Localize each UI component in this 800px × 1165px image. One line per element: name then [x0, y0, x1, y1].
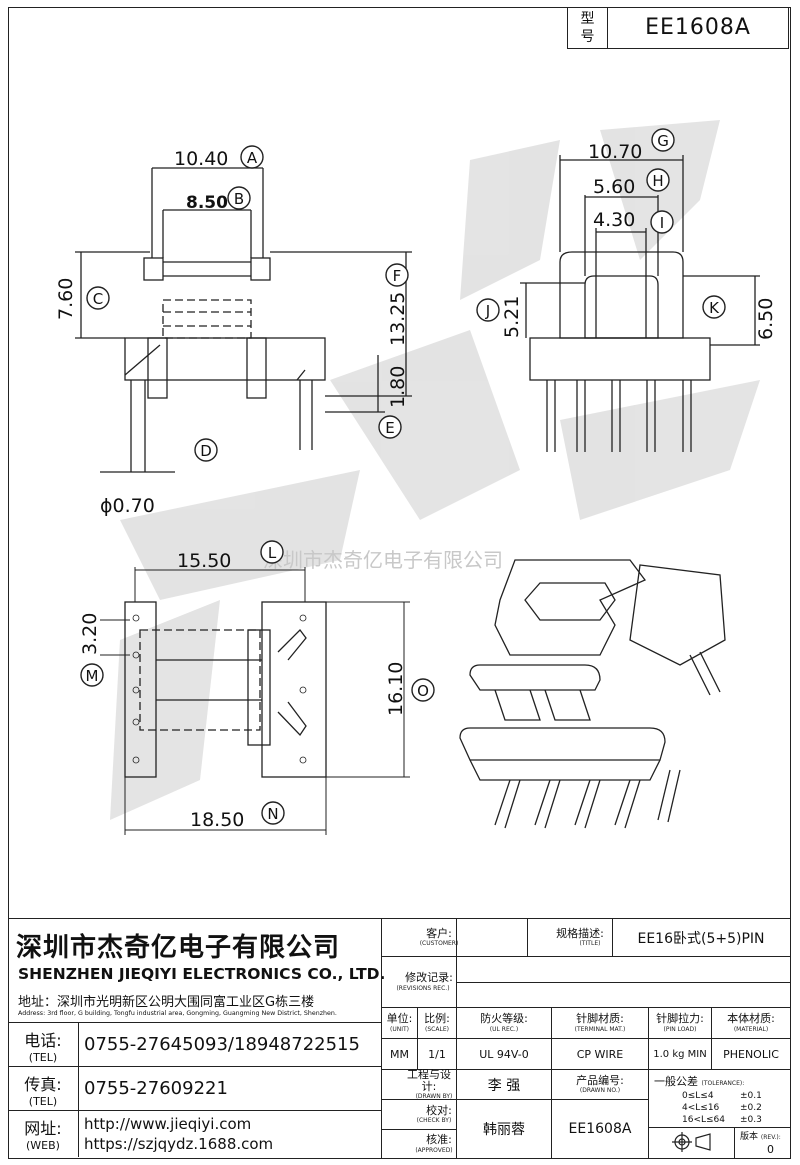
- version-value: 0: [767, 1143, 774, 1156]
- svg-text:D: D: [200, 442, 212, 460]
- dim-J: 5.21: [501, 296, 523, 338]
- unit-value: MM: [390, 1047, 409, 1061]
- approved-label: 核准:(APPROVED): [415, 1133, 453, 1154]
- dim-C: 7.60: [55, 278, 77, 320]
- web-link-2[interactable]: https://szjqydz.1688.com: [84, 1135, 274, 1153]
- model-label: 型 号: [568, 7, 608, 49]
- dim-K: 6.50: [755, 298, 777, 340]
- fire-value: UL 94V-0: [479, 1047, 529, 1061]
- svg-text:E: E: [385, 419, 394, 437]
- dim-A: 10.40: [174, 148, 228, 170]
- unit-header: 单位:(UNIT): [386, 1012, 413, 1033]
- customer-label: 客户: (CUSTOMER): [419, 926, 459, 948]
- pinload-value: 1.0 kg MIN: [653, 1048, 707, 1060]
- version-label: 版本 (REV.):: [740, 1132, 781, 1142]
- svg-text:G: G: [657, 132, 669, 150]
- svg-text:N: N: [267, 805, 278, 823]
- dim-E: 1.80: [387, 366, 409, 408]
- fire-header: 防火等级:(UL REC.): [480, 1012, 528, 1033]
- dim-M: 3.20: [79, 613, 101, 655]
- svg-text:C: C: [93, 290, 103, 308]
- address-label: 地址：: [18, 995, 58, 1010]
- side-view: [520, 155, 760, 452]
- web-label: 网址: (WEB): [8, 1111, 79, 1157]
- material-value: PHENOLIC: [723, 1047, 779, 1061]
- dim-O: 16.10: [385, 662, 407, 716]
- title-block: 深圳市杰奇亿电子有限公司 SHENZHEN JIEQIYI ELECTRONIC…: [8, 918, 790, 1158]
- dim-B: 8.50: [186, 193, 228, 213]
- front-view: [75, 167, 412, 473]
- drawn-label: 工程与设计:(DRAWN BY): [407, 1067, 453, 1101]
- tel-value: 0755-27645093/18948722515: [84, 1034, 360, 1055]
- web-link-1[interactable]: http://www.jieqiyi.com: [84, 1115, 252, 1133]
- company-name-cn: 深圳市杰奇亿电子有限公司: [16, 933, 341, 963]
- address-en: Address: 3rd floor, G building, Tongfu i…: [18, 1010, 337, 1017]
- callout-letters: A B C D E F G H I J K L M N O: [86, 132, 721, 823]
- dim-G: 10.70: [588, 141, 642, 163]
- svg-text:O: O: [417, 682, 429, 700]
- pinload-header: 针脚拉力:(PIN LOAD): [656, 1012, 704, 1033]
- terminal-header: 针脚材质:(TERMINAL MAT.): [574, 1012, 626, 1033]
- tolerance-heading: 一般公差 (TOLERANCE):: [654, 1075, 745, 1088]
- dim-I: 4.30: [593, 209, 635, 231]
- tel-label: 电话: (TEL): [8, 1023, 79, 1066]
- material-header: 本体材质:(MATERIAL): [727, 1012, 775, 1033]
- drawing-frame: [8, 7, 791, 1159]
- scale-value: 1/1: [428, 1047, 446, 1061]
- model-number: EE1608A: [645, 15, 751, 40]
- watermark-text: 深圳市杰奇亿电子有限公司: [263, 548, 503, 572]
- dim-F: 13.25: [387, 292, 409, 346]
- drawing-no-label: 产品编号:(DRAWN NO.): [576, 1073, 624, 1095]
- svg-text:F: F: [393, 267, 402, 285]
- svg-text:A: A: [247, 149, 258, 167]
- bottom-view: [100, 567, 410, 835]
- svg-text:I: I: [660, 214, 664, 232]
- dimension-labels: 10.40 8.50 7.60 ϕ0.70 1.80 13.25 10.70 5…: [55, 141, 777, 831]
- dim-D: ϕ0.70: [100, 495, 155, 517]
- spec-value: EE16卧式(5+5)PIN: [637, 930, 765, 947]
- address-cn: 深圳市光明新区公明大围同富工业区G栋三楼: [57, 995, 315, 1010]
- svg-text:J: J: [485, 302, 490, 320]
- scale-header: 比例:(SCALE): [424, 1012, 450, 1033]
- tolerance-row-3: 16<L≤64±0.3: [682, 1115, 762, 1125]
- model-label-line2: 号: [580, 29, 595, 45]
- company-name-en: SHENZHEN JIEQIYI ELECTRONICS CO., LTD.: [18, 965, 386, 983]
- isometric-view: [459, 559, 726, 829]
- svg-text:K: K: [709, 299, 720, 317]
- callout-circles: [80, 128, 726, 825]
- title-grid: 客户: (CUSTOMER) 规格描述: (TITLE) EE16卧式(5+5)…: [382, 919, 790, 1158]
- check-value: 韩丽蓉: [483, 1122, 525, 1138]
- drawn-value: 李 强: [487, 1077, 521, 1094]
- tolerance-row-1: 0≤L≤4±0.1: [682, 1091, 762, 1101]
- fax-value: 0755-27609221: [84, 1078, 228, 1099]
- dim-H: 5.60: [593, 176, 635, 198]
- technical-drawing: 深圳市杰奇亿电子有限公司: [55, 120, 777, 835]
- svg-text:M: M: [86, 667, 99, 685]
- svg-text:B: B: [234, 190, 244, 208]
- svg-text:L: L: [268, 544, 277, 562]
- drawing-no-value: EE1608A: [568, 1121, 632, 1137]
- spec-label: 规格描述: (TITLE): [556, 926, 604, 948]
- tolerance-row-2: 4<L≤16±0.2: [682, 1103, 762, 1113]
- svg-text:H: H: [652, 172, 663, 190]
- terminal-value: CP WIRE: [576, 1047, 624, 1061]
- address-row: 地址：深圳市光明新区公明大围同富工业区G栋三楼: [18, 991, 314, 1010]
- fax-label: 传真: (TEL): [8, 1067, 79, 1110]
- projection-symbol-icon: [672, 1132, 711, 1152]
- dim-L: 15.50: [177, 550, 231, 572]
- model-label-line1: 型: [580, 11, 595, 27]
- check-label: 校对:(CHECK BY): [416, 1103, 452, 1125]
- model-box: 型 号 EE1608A: [567, 7, 789, 49]
- rev-label: 修改记录: (REVISIONS REC.): [396, 971, 453, 992]
- dim-N: 18.50: [190, 809, 244, 831]
